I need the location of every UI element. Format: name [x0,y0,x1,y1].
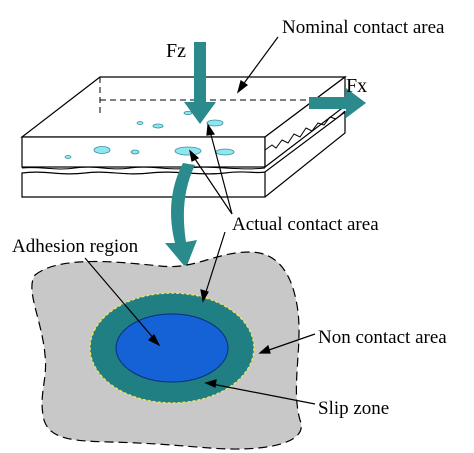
label-fx: Fx [346,75,367,97]
contact-spot [206,119,224,127]
contact-spot [130,149,140,155]
label-nominal-contact-area: Nominal contact area [282,17,445,38]
contact-block [20,75,347,198]
lower-block-slice [21,110,346,198]
fx-arrow [309,88,366,118]
contact-spot [174,146,202,156]
adhesion-region-core [115,313,229,383]
label-adhesion-region: Adhesion region [12,236,139,257]
rough-interface-front [21,166,266,170]
contact-patch [31,251,302,450]
contact-spot [136,121,144,125]
label-fz: Fz [166,40,186,62]
contact-spot [152,123,164,129]
contact-spots [64,111,235,159]
zoom-curved-arrow [165,163,197,268]
contact-spot [183,111,193,116]
contact-spot [93,146,111,154]
label-non-contact-area: Non contact area [318,327,447,348]
label-slip-zone: Slip zone [318,398,389,419]
label-actual-contact-area: Actual contact area [232,214,379,235]
leader-lines [84,36,316,405]
contact-spot [215,148,235,156]
rough-interface-right [264,110,346,151]
fz-arrow [184,42,216,124]
contact-spot [64,155,72,159]
